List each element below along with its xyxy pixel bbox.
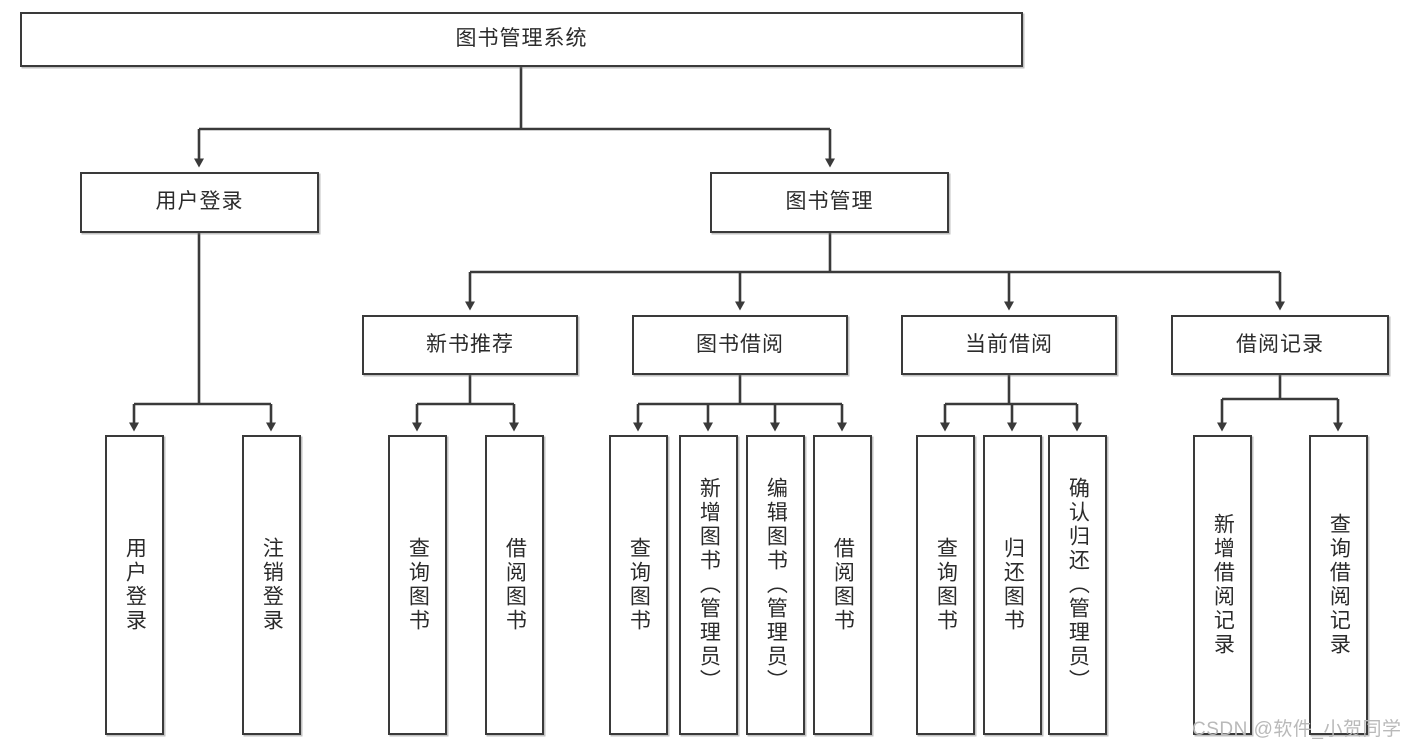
node-label: 查询借阅记录 (1327, 513, 1351, 657)
node-label: 查询图书 (406, 537, 430, 633)
node-label: 当前借阅 (965, 332, 1053, 356)
leaf-book-borrow-borrow-book[interactable]: 借阅图书 (813, 435, 872, 735)
node-label: 查询图书 (934, 537, 958, 633)
csdn-watermark: CSDN @软件_小贺同学 (1192, 719, 1402, 740)
node-label: 借阅图书 (503, 537, 527, 633)
node-label: 用户登录 (155, 190, 244, 214)
leaf-book-borrow-query-book[interactable]: 查询图书 (609, 435, 668, 735)
node-user-login[interactable]: 用户登录 (80, 172, 319, 233)
node-new-book-recommend[interactable]: 新书推荐 (362, 315, 578, 375)
node-label: 借阅图书 (831, 537, 855, 633)
node-root-book-management-system[interactable]: 图书管理系统 (20, 12, 1023, 67)
leaf-current-borrow-return-book[interactable]: 归还图书 (983, 435, 1042, 735)
leaf-new-book-query-book[interactable]: 查询图书 (388, 435, 447, 735)
node-borrow-record[interactable]: 借阅记录 (1171, 315, 1389, 375)
node-book-management[interactable]: 图书管理 (710, 172, 949, 233)
node-label: 注销登录 (260, 537, 284, 633)
leaf-borrow-record-query-record[interactable]: 查询借阅记录 (1309, 435, 1368, 735)
node-label: 借阅记录 (1236, 332, 1324, 356)
node-label: 图书管理系统 (455, 27, 588, 51)
node-label: 新书推荐 (426, 332, 514, 356)
node-label: 新增借阅记录 (1211, 513, 1235, 657)
leaf-current-borrow-confirm-return-admin[interactable]: 确认归还（管理员） (1048, 435, 1107, 735)
node-label: 查询图书 (627, 537, 651, 633)
leaf-book-borrow-add-book-admin[interactable]: 新增图书（管理员） (679, 435, 738, 735)
leaf-user-login-logout[interactable]: 注销登录 (242, 435, 301, 735)
node-label: 确认归还（管理员） (1066, 477, 1090, 693)
node-label: 归还图书 (1001, 537, 1025, 633)
node-book-borrow[interactable]: 图书借阅 (632, 315, 848, 375)
node-current-borrow[interactable]: 当前借阅 (901, 315, 1117, 375)
node-label: 图书管理 (785, 190, 874, 214)
leaf-new-book-borrow-book[interactable]: 借阅图书 (485, 435, 544, 735)
node-label: 编辑图书（管理员） (764, 477, 788, 693)
node-label: 新增图书（管理员） (697, 477, 721, 693)
leaf-book-borrow-edit-book-admin[interactable]: 编辑图书（管理员） (746, 435, 805, 735)
node-label: 用户登录 (123, 537, 147, 633)
leaf-user-login-login[interactable]: 用户登录 (105, 435, 164, 735)
leaf-borrow-record-add-record[interactable]: 新增借阅记录 (1193, 435, 1252, 735)
leaf-current-borrow-query-book[interactable]: 查询图书 (916, 435, 975, 735)
node-label: 图书借阅 (696, 332, 784, 356)
